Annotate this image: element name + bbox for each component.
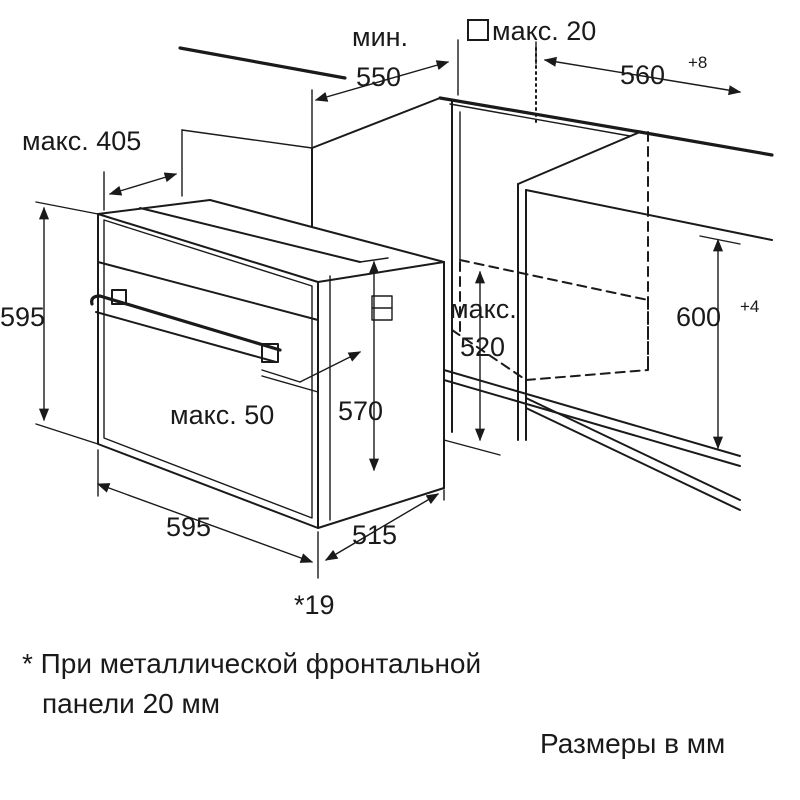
units-note: Размеры в мм xyxy=(540,728,726,759)
max-520-value: 520 xyxy=(460,332,505,362)
inner-height-value: 570 xyxy=(338,396,383,426)
square-symbol xyxy=(467,19,489,41)
max-520-label: макс. xyxy=(450,294,517,324)
max-405-label: макс. 405 xyxy=(22,126,141,156)
niche-width-value: 560 xyxy=(620,60,665,90)
niche-height-tolerance: +4 xyxy=(740,297,759,316)
front-panel-note-marker: *19 xyxy=(294,590,335,620)
max-top-gap: макс. 20 xyxy=(492,16,596,46)
min-depth-value: 550 xyxy=(356,62,401,92)
footnote-line-2: панели 20 мм xyxy=(42,688,221,719)
max-50-label: макс. 50 xyxy=(170,400,274,430)
niche-width-tolerance: +8 xyxy=(688,53,707,72)
oven-width-value: 595 xyxy=(166,512,211,542)
cabinet-niche xyxy=(178,46,774,511)
oven-height-value: 595 xyxy=(0,302,45,332)
dimension-lines xyxy=(35,39,742,579)
min-label: мин. xyxy=(352,22,408,52)
niche-height-value: 600 xyxy=(676,302,721,332)
oven-body xyxy=(90,199,445,529)
oven-depth-value: 515 xyxy=(352,520,397,550)
footnote-line-1: * При металлической фронтальной xyxy=(22,648,482,679)
